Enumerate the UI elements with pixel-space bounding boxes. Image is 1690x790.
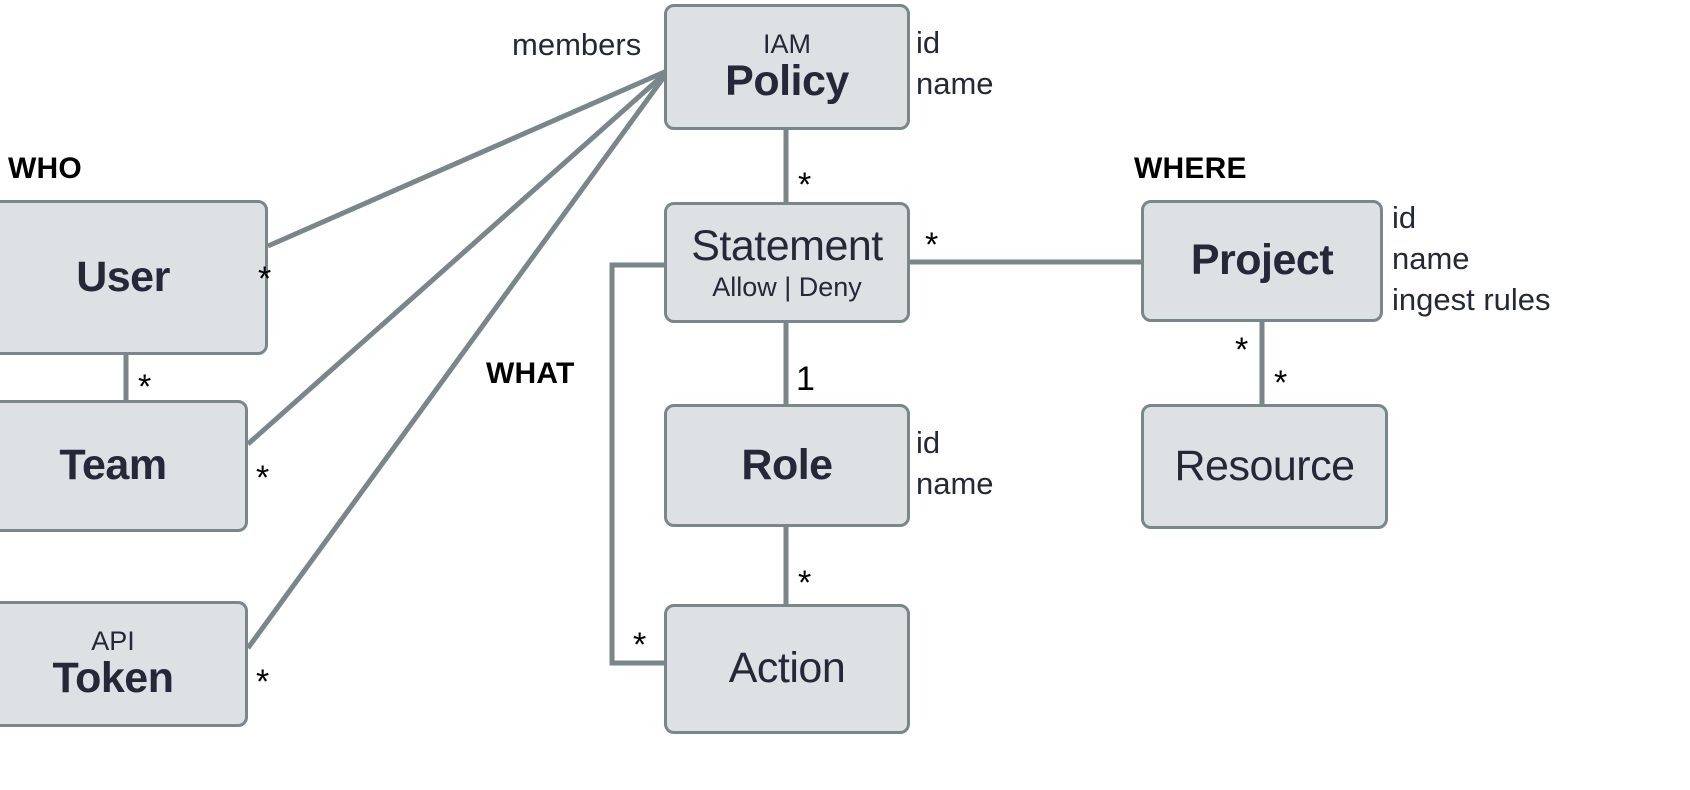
attr-project-1: name [1392,241,1470,276]
attr-role-1: name [916,466,994,501]
node-statement-subtitle: Allow | Deny [712,271,862,302]
cardinality-statement-action: * [633,626,647,664]
node-resource[interactable]: Resource [1141,404,1388,529]
attr-project-0: id [1392,200,1417,235]
node-project-title: Project [1190,236,1334,285]
node-policy-title: Policy [725,57,849,106]
edge-user-policy [266,67,671,249]
attr-policy-0: id [916,25,941,60]
attr-policy-1: name [916,66,994,101]
group-label-where: WHERE [1134,152,1247,185]
group-label-what: WHAT [486,357,575,390]
node-team-title: Team [59,441,167,490]
cardinality-token-policy: * [256,663,270,701]
node-policy[interactable]: IAM Policy [664,4,910,130]
group-label-who: WHO [8,152,82,185]
node-token-subtitle: API [91,625,135,656]
attr-project-2: ingest rules [1392,282,1551,317]
node-role-title: Role [741,440,833,489]
attrs-policy: id name [916,22,994,104]
cardinality-user-team: * [138,368,152,406]
cardinality-statement-project: * [925,226,939,264]
cardinality-project-resource-b: * [1274,364,1288,402]
node-policy-subtitle: IAM [762,28,811,59]
node-token[interactable]: API Token [0,601,248,727]
attrs-role: id name [916,422,994,504]
cardinality-statement-role: 1 [796,360,815,398]
node-token-title: Token [52,654,174,703]
attrs-project: id name ingest rules [1392,197,1551,320]
edge-token-policy [245,68,672,650]
node-statement-title: Statement [691,221,883,270]
node-project[interactable]: Project [1141,200,1383,322]
edge-team-policy [246,68,671,446]
node-role[interactable]: Role [664,404,910,527]
cardinality-team-policy: * [256,459,270,497]
node-action[interactable]: Action [664,604,910,734]
node-team[interactable]: Team [0,400,248,532]
cardinality-policy-statement: * [798,166,812,204]
cardinality-user-policy: * [258,260,272,298]
edge-label-members: members [512,27,642,62]
node-statement[interactable]: Statement Allow | Deny [664,202,910,323]
node-user[interactable]: User [0,200,268,355]
cardinality-project-resource-a: * [1235,331,1249,369]
edge-statement-action [609,262,664,666]
cardinality-role-action: * [798,564,812,602]
node-resource-title: Resource [1174,441,1355,490]
attr-role-0: id [916,425,941,460]
node-action-title: Action [728,644,846,693]
node-user-title: User [76,252,170,301]
